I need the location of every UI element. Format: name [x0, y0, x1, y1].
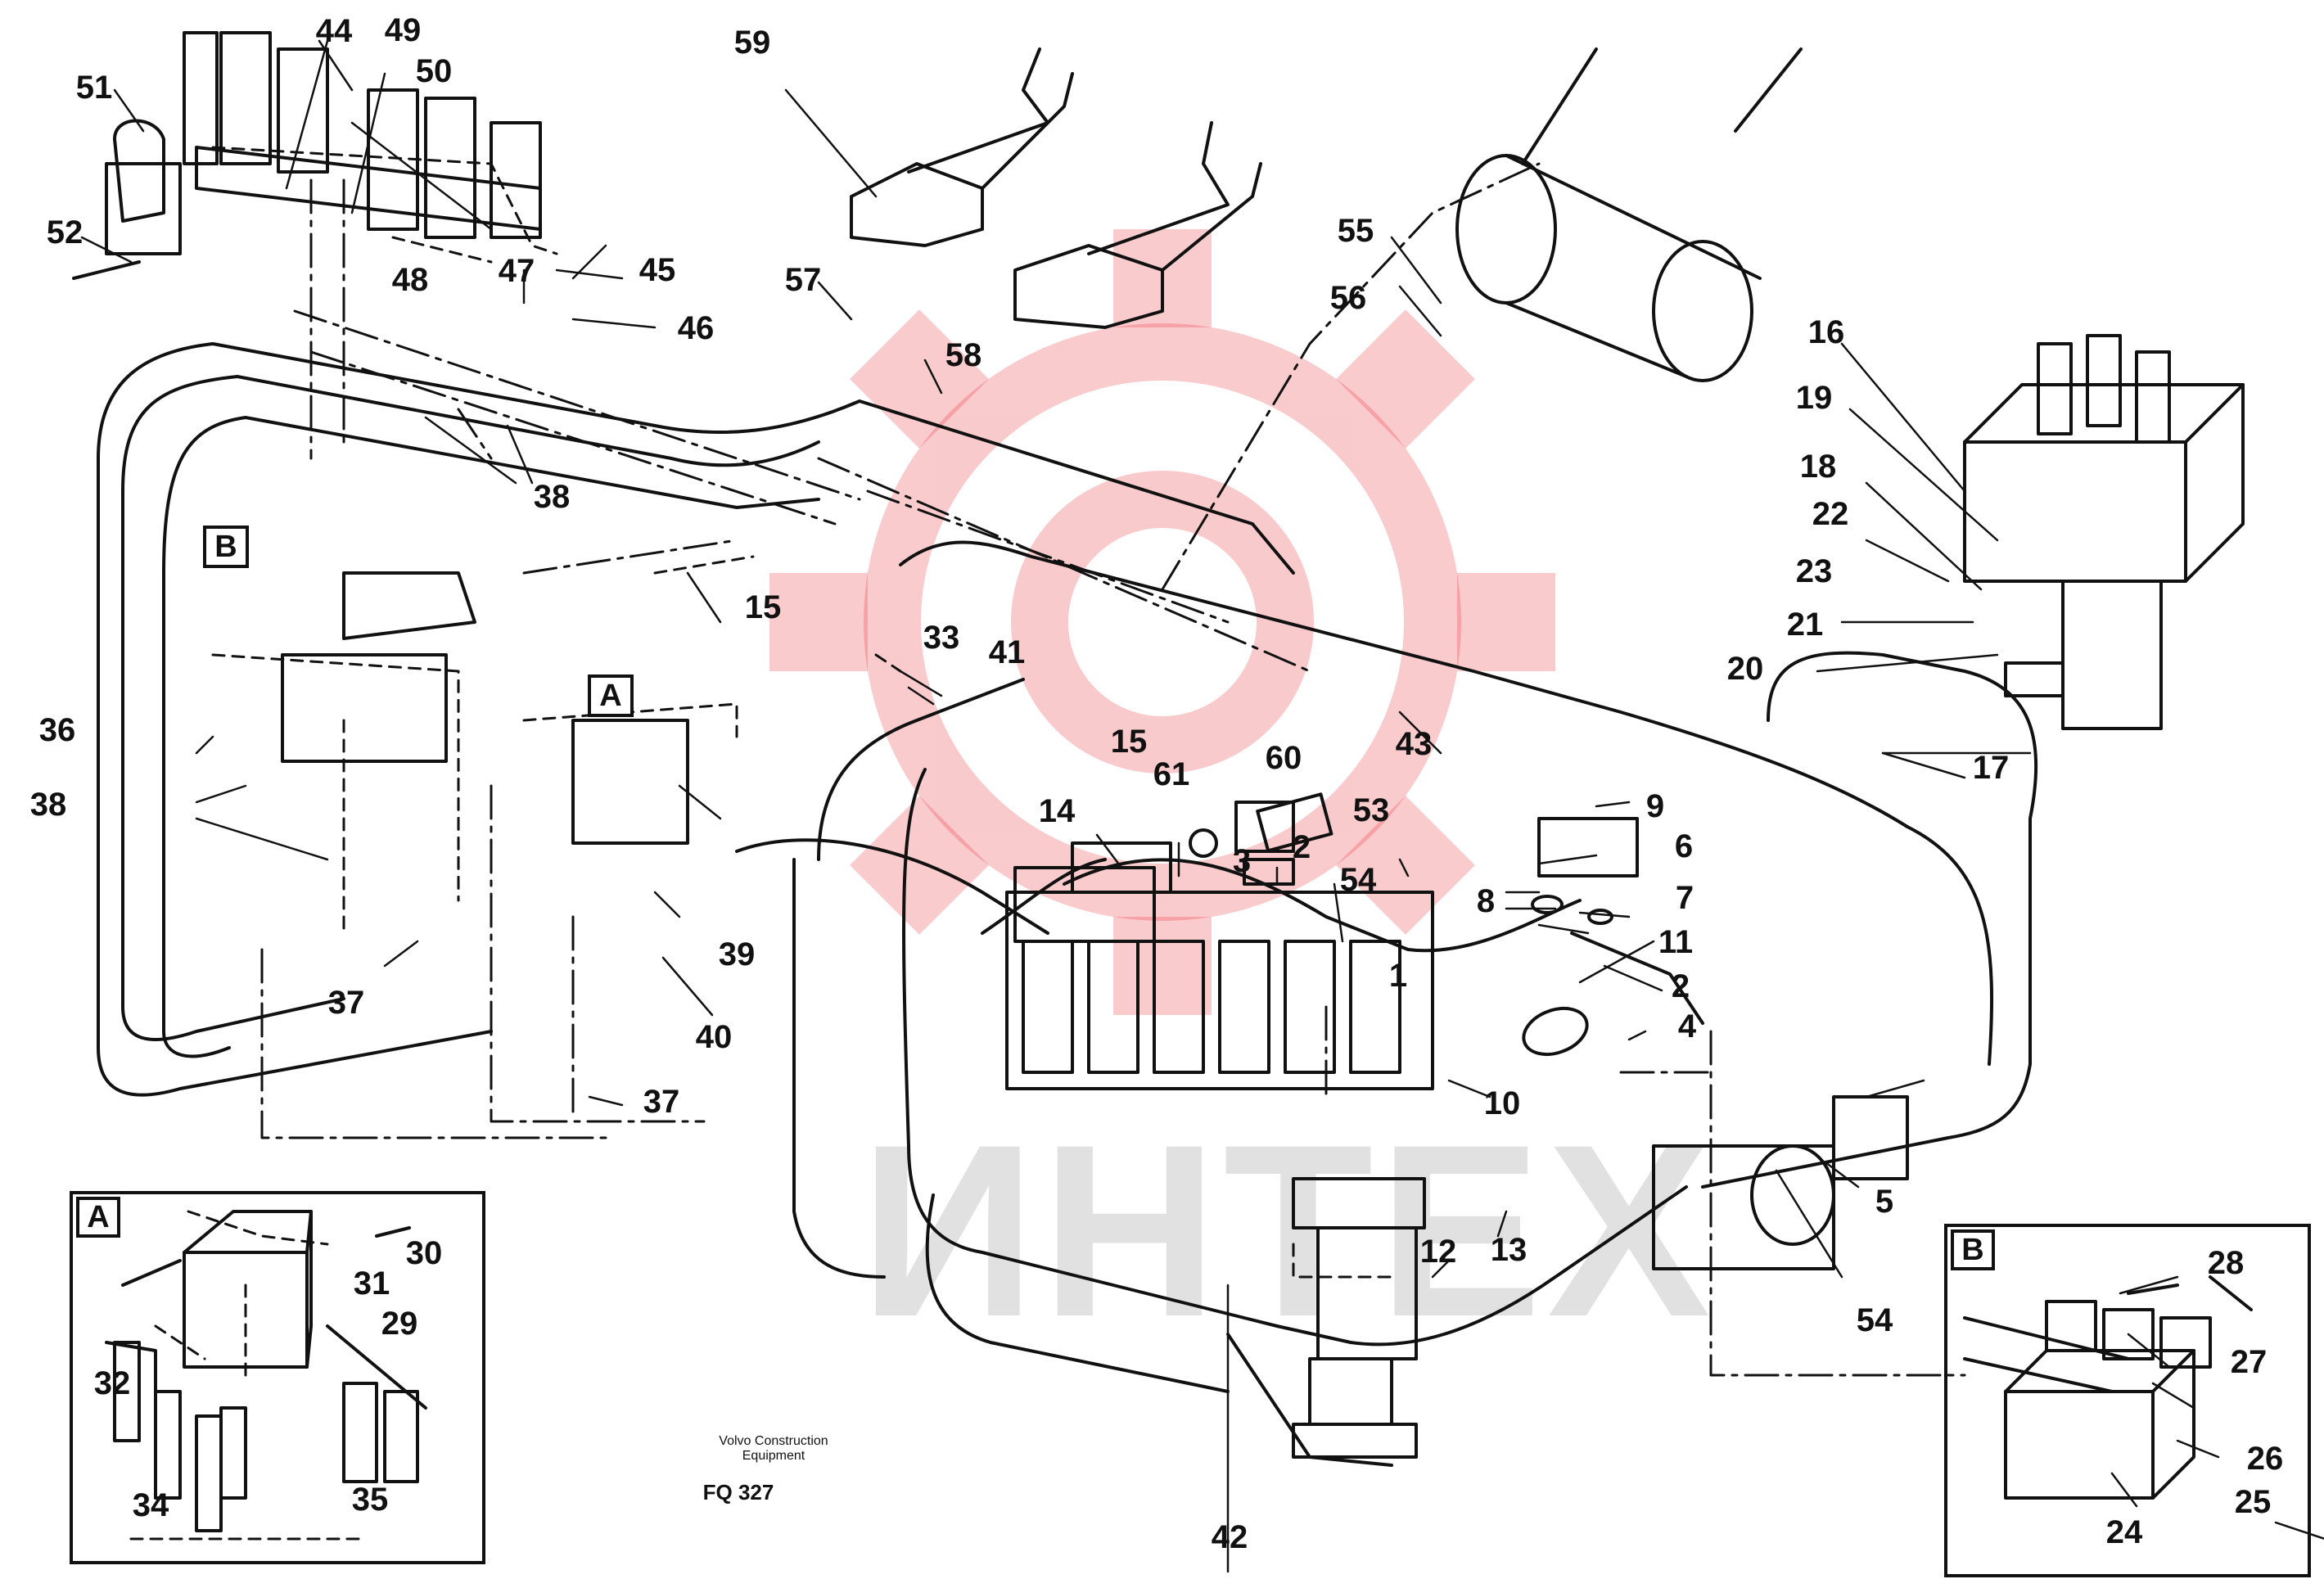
part-label: 12	[1419, 1234, 1457, 1270]
watermark-text: ИНТЕХ	[860, 1093, 1716, 1368]
part-label: 11	[1658, 924, 1694, 960]
inset-view-b	[1944, 1224, 2311, 1577]
inset-view-a	[70, 1191, 485, 1564]
watermark-gear-tooth	[1336, 309, 1475, 449]
part-label: 37	[643, 1084, 680, 1120]
inset-view-b-title: B	[1951, 1229, 1995, 1270]
part-label: 52	[46, 214, 83, 250]
caption-line: Equipment	[742, 1449, 806, 1464]
part-label: 24	[2105, 1514, 2143, 1550]
part-label: 31	[353, 1265, 390, 1302]
inset-view-a-title: A	[76, 1197, 120, 1238]
part-label: 36	[38, 712, 76, 748]
part-label: 16	[1807, 314, 1845, 350]
part-label: 42	[1211, 1519, 1248, 1555]
figure-code: FQ 327	[702, 1480, 774, 1505]
part-label: 49	[384, 12, 422, 48]
part-label: 20	[1726, 651, 1764, 687]
part-label: 43	[1395, 726, 1433, 762]
part-label: 37	[327, 985, 365, 1021]
part-label: 39	[718, 936, 756, 972]
part-label: 35	[351, 1482, 389, 1518]
part-label: 19	[1795, 380, 1833, 416]
part-label: 30	[405, 1235, 443, 1271]
part-label: 59	[733, 25, 771, 61]
part-label: 54	[1339, 862, 1377, 898]
watermark-gear-tooth	[1336, 796, 1475, 935]
part-label: 50	[415, 53, 453, 89]
part-label: 38	[533, 479, 571, 515]
part-label: 5	[1875, 1184, 1894, 1220]
part-label: 15	[1110, 724, 1148, 760]
part-label: 15	[744, 589, 782, 625]
part-label: 27	[2230, 1344, 2268, 1380]
part-label: 23	[1795, 553, 1833, 589]
part-label: 60	[1265, 740, 1302, 776]
detail-callout-a: A	[588, 674, 634, 717]
part-label: 21	[1786, 607, 1824, 643]
part-label: 18	[1799, 449, 1837, 485]
part-label: 44	[315, 13, 353, 49]
watermark-gear-tooth	[769, 573, 868, 671]
watermark-gear-tooth	[850, 309, 989, 449]
part-label: 26	[2246, 1441, 2284, 1477]
part-label: 54	[1856, 1302, 1893, 1338]
part-label: 3	[1232, 843, 1252, 879]
part-label: 33	[923, 620, 960, 656]
figure-caption: Volvo Construction Equipment	[719, 1434, 828, 1464]
part-label: 40	[695, 1019, 733, 1055]
part-label: 57	[784, 262, 822, 298]
part-label: 47	[498, 253, 535, 289]
part-label: 22	[1812, 496, 1849, 532]
part-label: 13	[1490, 1232, 1528, 1268]
part-label: 8	[1476, 883, 1496, 919]
caption-line: Volvo Construction	[719, 1434, 828, 1448]
part-label: 4	[1677, 1008, 1697, 1044]
part-label: 32	[93, 1365, 131, 1401]
part-label: 29	[381, 1306, 418, 1342]
part-label: 48	[391, 262, 429, 298]
part-label: 2	[1292, 829, 1311, 865]
part-label: 38	[29, 787, 67, 823]
part-label: 55	[1337, 213, 1374, 249]
part-label: 56	[1329, 280, 1367, 316]
part-label: 58	[945, 337, 982, 373]
detail-callout-b: B	[203, 526, 249, 568]
part-label: 46	[677, 310, 715, 346]
part-label: 34	[132, 1487, 169, 1523]
part-label: 28	[2207, 1245, 2245, 1281]
part-label: 10	[1483, 1085, 1521, 1121]
watermark-gear-tooth	[1457, 573, 1555, 671]
part-label: 51	[75, 70, 113, 106]
part-label: 7	[1675, 880, 1694, 916]
part-label: 17	[1972, 750, 2010, 786]
part-label: 45	[639, 252, 676, 288]
part-label: 6	[1674, 828, 1694, 864]
part-label: 9	[1645, 788, 1665, 824]
part-label: 25	[2234, 1484, 2272, 1520]
watermark-gear-tooth	[850, 796, 989, 935]
part-label: 14	[1038, 793, 1076, 829]
part-label: 1	[1388, 958, 1408, 994]
part-label: 53	[1352, 792, 1390, 828]
part-label: 41	[988, 634, 1026, 670]
part-label: 2	[1671, 968, 1690, 1004]
part-label: 61	[1153, 756, 1190, 792]
